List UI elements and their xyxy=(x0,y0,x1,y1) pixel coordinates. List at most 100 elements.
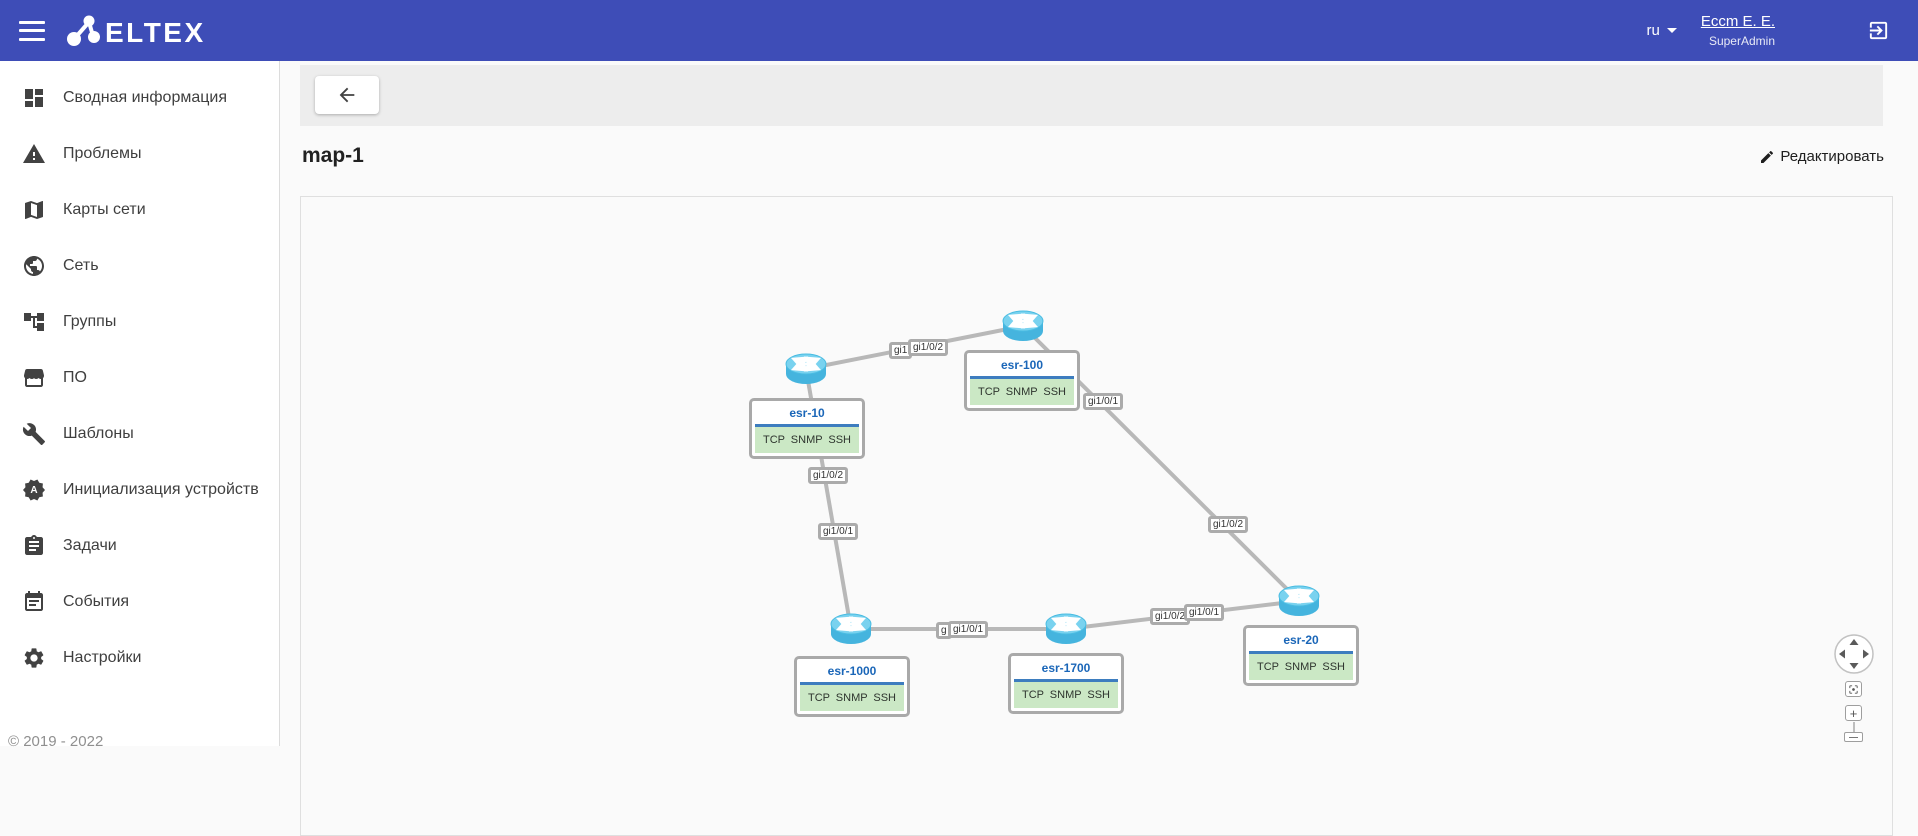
device-name: esr-10 xyxy=(755,404,859,427)
router-node-esr-10[interactable] xyxy=(782,349,830,389)
protocol-badge: TCP xyxy=(1022,689,1044,701)
edit-button[interactable]: Редактировать xyxy=(1759,148,1884,165)
storefront-icon xyxy=(22,366,46,390)
sidebar-item-software[interactable]: ПО xyxy=(0,350,279,406)
device-protocols: TCP SNMP SSH xyxy=(800,685,904,711)
protocol-badge: SNMP xyxy=(790,434,823,446)
sidebar-item-label: События xyxy=(63,593,130,610)
edit-button-label: Редактировать xyxy=(1780,148,1884,165)
topbar: ELTEX ru Eccm E. E. SuperAdmin xyxy=(0,0,1918,61)
protocol-badge: SSH xyxy=(1087,689,1110,701)
zoom-slider-track xyxy=(1853,722,1855,733)
port-label: gi1/0/1 xyxy=(948,621,989,638)
pan-compass[interactable] xyxy=(1832,632,1876,681)
hamburger-menu-icon[interactable] xyxy=(19,20,45,41)
protocol-badge: SSH xyxy=(1322,661,1345,673)
protocol-badge: SSH xyxy=(828,434,851,446)
router-node-esr-100[interactable] xyxy=(999,306,1047,346)
protocol-badge: TCP xyxy=(763,434,785,446)
eltex-logo[interactable]: ELTEX xyxy=(63,11,203,51)
back-arrow-icon xyxy=(339,87,355,103)
sidebar-item-network-maps[interactable]: Карты сети xyxy=(0,182,279,238)
user-name-link[interactable]: Eccm E. E. xyxy=(1700,13,1775,30)
sidebar-item-network[interactable]: Сеть xyxy=(0,238,279,294)
center-focus-icon xyxy=(1849,684,1858,694)
device-name: esr-1700 xyxy=(1014,659,1118,682)
sidebar-item-label: ПО xyxy=(63,369,87,386)
sidebar-item-label: Группы xyxy=(63,313,117,330)
clipboard-icon xyxy=(22,534,46,558)
sidebar-item-label: Сводная информация xyxy=(63,89,227,106)
zoom-slider-handle[interactable] xyxy=(1844,732,1863,742)
device-protocols: TCP SNMP SSH xyxy=(1249,654,1353,680)
sidebar-item-problems[interactable]: Проблемы xyxy=(0,126,279,182)
port-label: gi1/0/1 xyxy=(818,523,859,540)
protocol-badge: SNMP xyxy=(1005,386,1038,398)
protocol-badge: SNMP xyxy=(835,692,868,704)
calendar-icon xyxy=(22,590,46,614)
map-icon xyxy=(22,198,46,222)
sidebar-item-label: Проблемы xyxy=(63,145,142,162)
port-label: gi1/0/2 xyxy=(808,467,849,484)
protocol-badge: SSH xyxy=(1043,386,1066,398)
protocol-badge: SSH xyxy=(873,692,896,704)
back-button[interactable] xyxy=(315,76,379,114)
sidebar-item-settings[interactable]: Настройки xyxy=(0,630,279,686)
protocol-badge: TCP xyxy=(978,386,1000,398)
sidebar-item-label: Настройки xyxy=(63,649,142,666)
copyright: © 2019 - 2022 xyxy=(8,733,104,750)
sidebar-item-label: Сеть xyxy=(63,257,99,274)
logout-icon[interactable] xyxy=(1867,19,1890,42)
sidebar-item-label: Карты сети xyxy=(63,201,146,218)
svg-text:ELTEX: ELTEX xyxy=(105,17,203,48)
seal-a-icon: A xyxy=(22,478,46,502)
device-protocols: TCP SNMP SSH xyxy=(970,379,1074,405)
router-node-esr-1000[interactable] xyxy=(827,609,875,649)
gear-icon xyxy=(22,646,46,670)
language-selector[interactable]: ru xyxy=(1646,22,1677,39)
sidebar-item-label: Задачи xyxy=(63,537,117,554)
device-protocols: TCP SNMP SSH xyxy=(1014,682,1118,708)
router-node-esr-1700[interactable] xyxy=(1042,609,1090,649)
device-name: esr-20 xyxy=(1249,631,1353,654)
sidebar-item-label: Инициализация устройств xyxy=(63,481,259,498)
port-label: gi1/0/1 xyxy=(1083,393,1124,410)
sidebar-item-tasks[interactable]: Задачи xyxy=(0,518,279,574)
sidebar-item-groups[interactable]: Группы xyxy=(0,294,279,350)
protocol-badge: SNMP xyxy=(1284,661,1317,673)
zoom-in-button[interactable]: + xyxy=(1845,705,1862,721)
protocol-badge: TCP xyxy=(808,692,830,704)
page-title: map-1 xyxy=(302,144,364,167)
protocol-badge: SNMP xyxy=(1049,689,1082,701)
port-label: gi1/0/2 xyxy=(908,339,949,356)
compass-pan-icon xyxy=(1834,634,1874,674)
router-node-esr-20[interactable] xyxy=(1275,581,1323,621)
user-block: Eccm E. E. SuperAdmin xyxy=(1701,13,1775,48)
dashboard-icon xyxy=(22,86,46,110)
device-name: esr-100 xyxy=(970,356,1074,379)
port-label: gi1/0/2 xyxy=(1208,516,1249,533)
fit-view-button[interactable] xyxy=(1845,681,1862,697)
sidebar-item-events[interactable]: События xyxy=(0,574,279,630)
tree-icon xyxy=(22,310,46,334)
protocol-badge: TCP xyxy=(1257,661,1279,673)
port-label: gi1/0/2 xyxy=(1150,608,1191,625)
wrench-icon xyxy=(22,422,46,446)
sidebar-item-device-initialization[interactable]: A Инициализация устройств xyxy=(0,462,279,518)
sidebar-item-summary[interactable]: Сводная информация xyxy=(0,70,279,126)
globe-icon xyxy=(22,254,46,278)
port-label: gi1/0/1 xyxy=(1184,604,1225,621)
pencil-icon xyxy=(1761,150,1774,163)
map-links xyxy=(804,324,1301,631)
language-label: ru xyxy=(1646,22,1660,39)
sidebar-item-templates[interactable]: Шаблоны xyxy=(0,406,279,462)
title-row: map-1 Редактировать xyxy=(300,140,1884,180)
